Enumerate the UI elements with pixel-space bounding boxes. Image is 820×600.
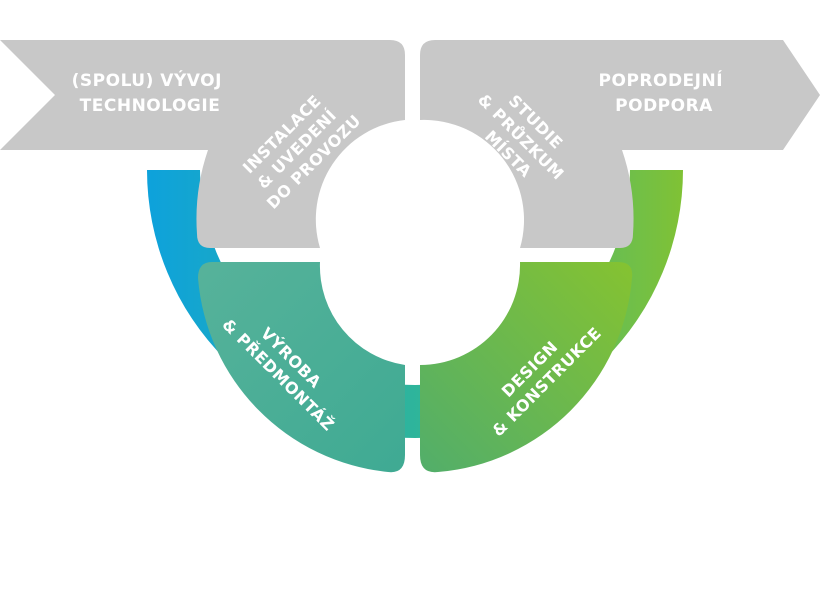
quadrant-design (420, 262, 633, 473)
arrow-right-band (420, 40, 820, 248)
project-management-label-text: PROJEKTOVÝ MANAGEMENT (326, 480, 513, 513)
arrow-left-label: (SPOLU) VÝVOJ TECHNOLOGIE (72, 69, 229, 116)
quadrant-manufacturing (198, 262, 405, 473)
project-management-label: PROJEKTOVÝ MANAGEMENT (326, 480, 513, 513)
arrow-left-label-line2: TECHNOLOGIE (80, 96, 221, 116)
arrow-right-label-line2: PODPORA (615, 96, 713, 116)
arrow-left-label-line1: (SPOLU) VÝVOJ (72, 69, 222, 91)
arrow-right-label: POPRODEJNÍ PODPORA (599, 69, 730, 116)
arrow-right-label-line1: POPRODEJNÍ (599, 69, 724, 91)
arrow-left-band (0, 40, 405, 248)
